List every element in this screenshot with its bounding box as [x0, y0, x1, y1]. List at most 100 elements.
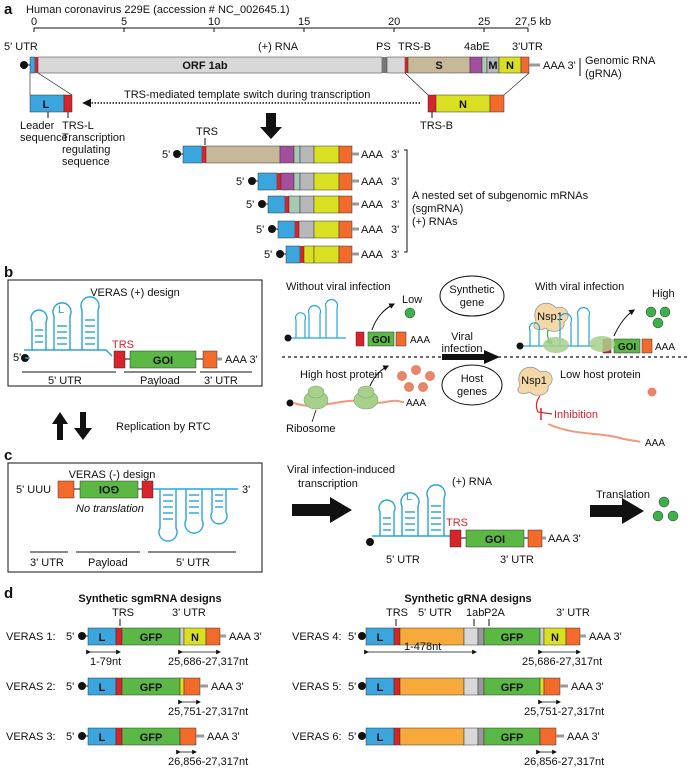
veras-4-n: N — [551, 632, 559, 644]
veras-1-gfp: GFP — [140, 632, 163, 644]
veras-1-range-a: 1-79nt — [90, 656, 121, 668]
veras-2-5: 5' — [66, 681, 74, 693]
veras-5-range: 25,751-27,317nt — [524, 706, 604, 718]
label-3-c: 3' — [242, 484, 250, 496]
label-plus-rna: (+) RNA — [258, 41, 299, 53]
label-grna: (gRNA) — [585, 68, 622, 80]
stemloops-b — [24, 296, 113, 357]
label-goi-c: GOI — [485, 534, 505, 546]
panel-c: c VERAS (-) design 5' UUU GOI 3' No tran… — [4, 447, 679, 573]
veras-3-gfp: GFP — [140, 732, 163, 744]
veras-5: VERAS 5: 5' L GFP AAA 3' 25,751-27,317nt — [292, 677, 604, 718]
label-aaa3-b: AAA 3' — [225, 354, 258, 366]
panel-d-label: d — [4, 585, 13, 602]
label-trsl-2: Transcription — [62, 132, 125, 144]
label-low: Low — [402, 294, 422, 306]
label-aaa3-c: AAA 3' — [548, 533, 581, 545]
veras-4-5: 5' — [348, 631, 356, 643]
veras-1: VERAS 1: 5' L GFP N AAA 3' 1-79nt 25,686… — [6, 627, 262, 668]
nested-sgmrnas: TRS 5' AAA 3' 5' — [162, 126, 399, 264]
stemloops-c — [153, 488, 238, 542]
label-goi-b: GOI — [153, 355, 173, 367]
label-induced-1: Viral infection-induced — [287, 464, 395, 476]
label-aaa-host: AAA — [406, 398, 426, 409]
veras-3: VERAS 3: 5' L GFP AAA 3' 26,856-27,317nt — [6, 727, 248, 768]
veras-5-gfp: GFP — [501, 682, 524, 694]
veras-3-aaa: AAA 3' — [207, 731, 240, 743]
sg2-5: 5' — [236, 176, 244, 188]
label-goi-without: GOI — [372, 335, 391, 346]
d-p2a: P2A — [484, 607, 505, 619]
label-host-1: Host — [461, 373, 484, 385]
label-l-zoom: L — [43, 99, 50, 111]
veras-1-label: VERAS 1: — [6, 631, 56, 643]
label-nested-3: (+) RNAs — [412, 216, 458, 228]
label-inhibition: Inhibition — [554, 409, 598, 421]
label-3utr-c2: 3' UTR — [500, 554, 534, 566]
veras-plus-title: VERAS (+) design — [90, 287, 180, 299]
label-aaa-with: AAA — [655, 342, 675, 353]
tick-25: 25 — [478, 16, 490, 28]
sg1-aaa: AAA — [361, 149, 384, 161]
panel-b: b VERAS (+) design L 5' TRS GOI AAA 3' 5… — [4, 264, 688, 449]
label-5-b: 5' — [13, 352, 21, 364]
d-trs-left: TRS — [112, 607, 134, 619]
panel-c-label: c — [4, 447, 12, 464]
sgmrna-title: Synthetic sgmRNA designs — [78, 593, 221, 605]
label-aaa3: AAA 3' — [543, 60, 576, 72]
label-orf1ab: ORF 1ab — [182, 60, 228, 72]
label-leader-1: Leader — [20, 120, 55, 132]
d-3utr-right: 3' UTR — [556, 607, 590, 619]
sg3-3: 3' — [391, 199, 399, 211]
label-3utr-c: 3' UTR — [30, 557, 64, 569]
tick-5: 5 — [121, 16, 127, 28]
tick-10: 10 — [208, 16, 220, 28]
label-induced-2: transcription — [298, 478, 358, 490]
sg2-3: 3' — [391, 176, 399, 188]
label-trsl-4: sequence — [62, 156, 110, 168]
veras-3-l: L — [99, 732, 106, 744]
veras-3-5: 5' — [66, 731, 74, 743]
veras-4-l: L — [377, 632, 384, 644]
label-trsb-top: TRS-B — [398, 41, 431, 53]
panel-d: d Synthetic sgmRNA designs Synthetic gRN… — [4, 585, 622, 768]
veras-5-l: L — [377, 682, 384, 694]
veras-6-aaa: AAA 3' — [567, 731, 600, 743]
veras-1-l: L — [99, 632, 106, 644]
veras-5-5: 5' — [348, 681, 356, 693]
label-trs-c: TRS — [446, 517, 468, 529]
label-uuu: 5' UUU — [16, 484, 51, 496]
label-5utr-c: 5' UTR — [176, 557, 210, 569]
sg4-3: 3' — [391, 224, 399, 236]
label-aaa-low: AAA — [645, 438, 665, 449]
leader-zoom: L — [29, 94, 73, 113]
label-n-zoom: N — [459, 99, 467, 111]
sg1-3: 3' — [391, 149, 399, 161]
label-low-host: Low host protein — [560, 369, 641, 381]
tick-27-5: 27,5 kb — [515, 16, 551, 28]
genomic-rna-bar: ORF 1ab S M N AAA 3' — [20, 56, 576, 74]
grna-title: Synthetic gRNA designs — [404, 593, 531, 605]
sg2-aaa: AAA — [361, 176, 384, 188]
label-template-switch: TRS-mediated template switch during tran… — [124, 89, 370, 101]
sg4-aaa: AAA — [361, 224, 384, 236]
label-viral-2: infection — [442, 343, 483, 355]
label-genomic-rna: Genomic RNA — [585, 55, 656, 67]
label-payload-b: Payload — [140, 375, 180, 387]
label-nested-2: (sgmRNA) — [412, 203, 463, 215]
sg1-5: 5' — [162, 149, 170, 161]
d-5utr-right: 5' UTR — [418, 607, 452, 619]
veras-2-l: L — [99, 682, 106, 694]
label-leader-2: sequence — [20, 132, 68, 144]
veras-6-gfp: GFP — [501, 732, 524, 744]
veras-4-gfp: GFP — [501, 632, 524, 644]
veras-6: VERAS 6: 5' L GFP AAA 3' 26,856-27,317nt — [292, 727, 604, 768]
label-goi-with: GOI — [618, 342, 637, 353]
stemloops-b-small — [290, 299, 346, 339]
label-3utr: 3'UTR — [512, 41, 543, 53]
veras-2-range: 25,751-27,317nt — [168, 706, 248, 718]
label-ps: PS — [376, 41, 391, 53]
panel-a-title: Human coronavirus 229E (accession # NC_0… — [26, 4, 290, 16]
veras-5-aaa: AAA 3' — [571, 681, 604, 693]
